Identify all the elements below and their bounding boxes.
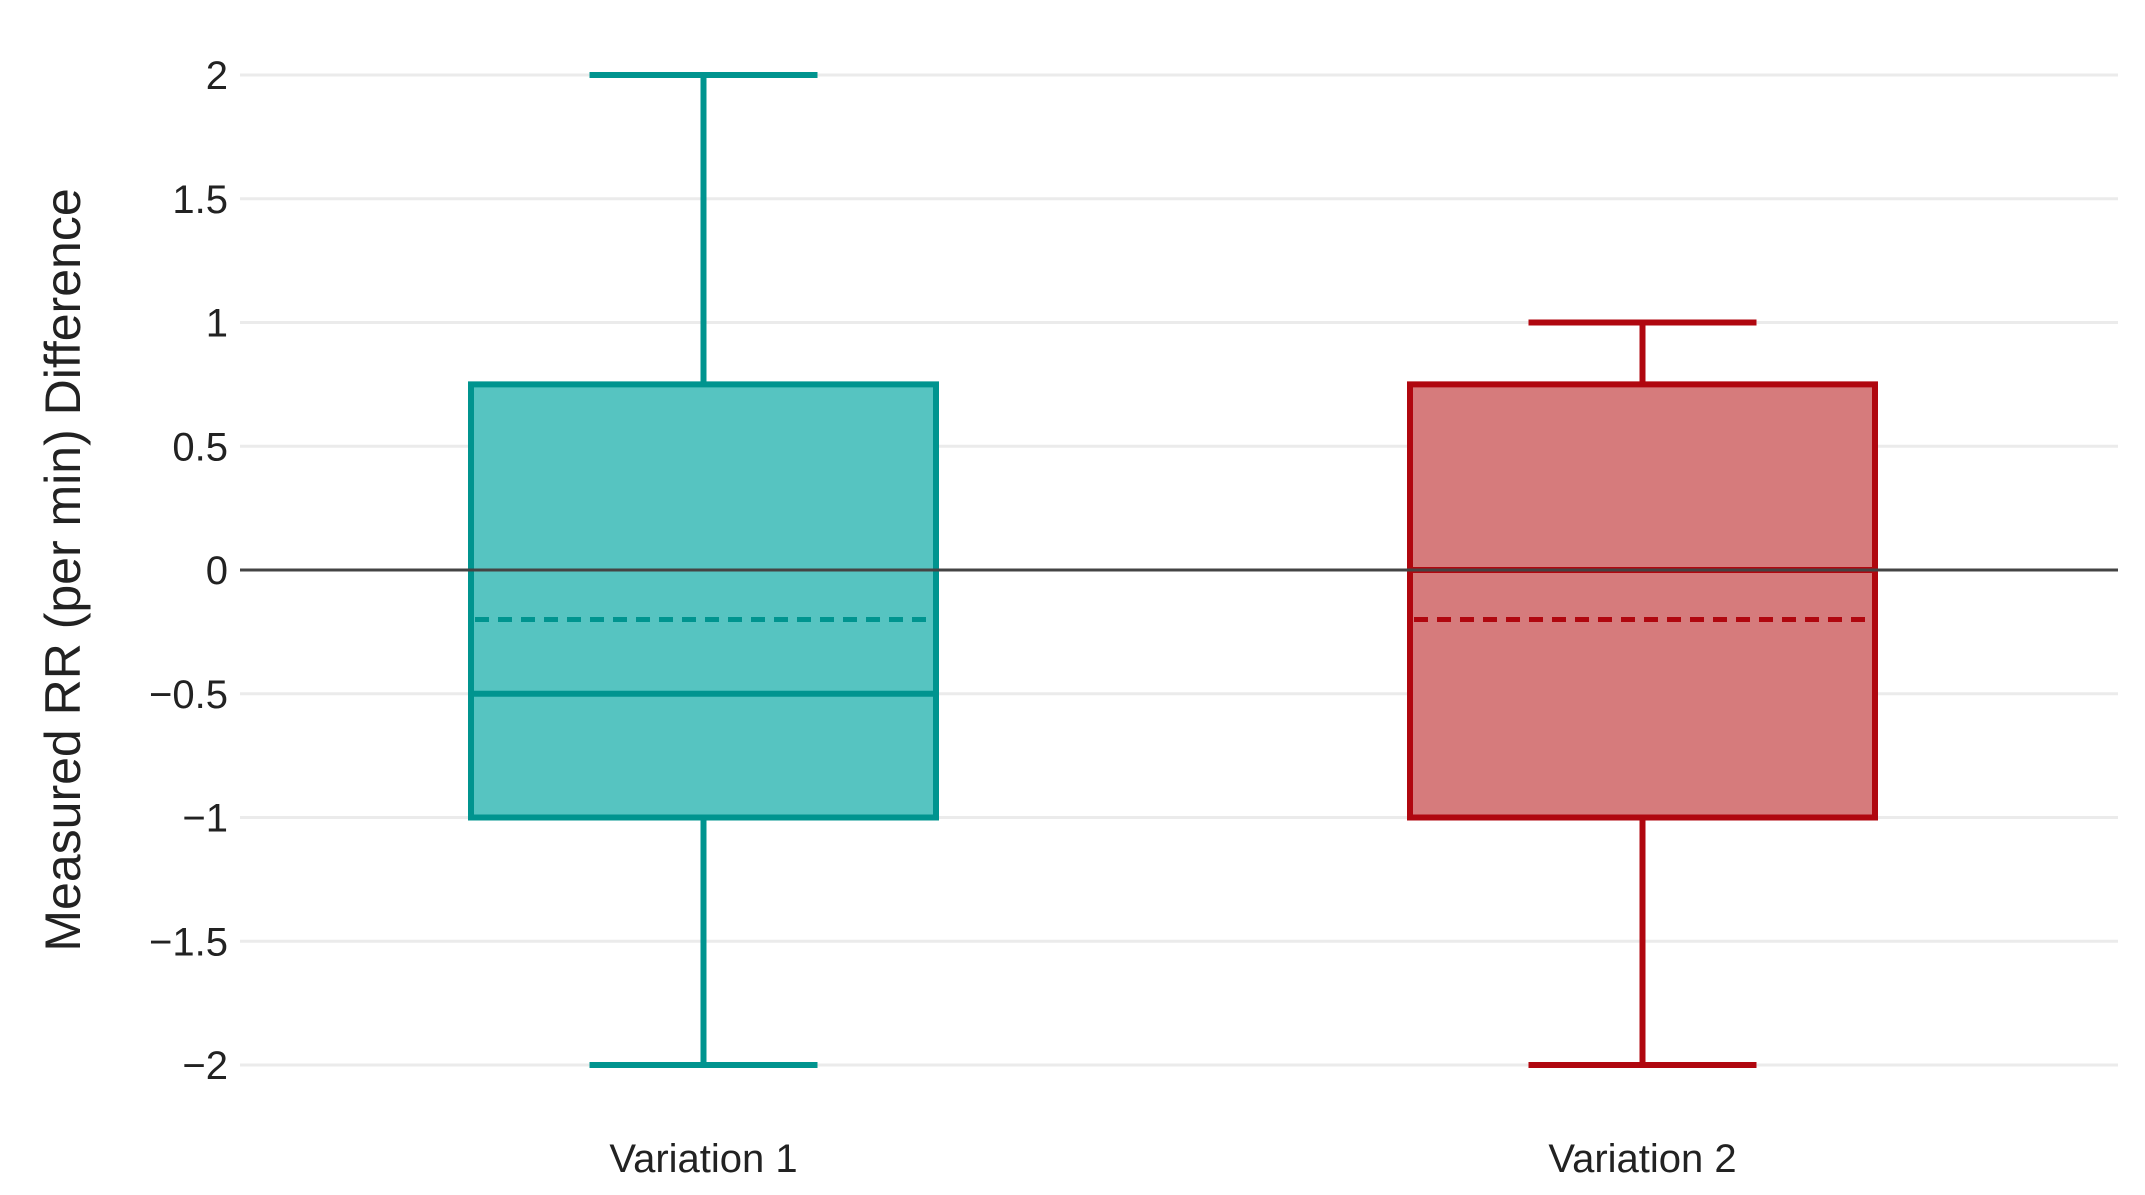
y-tick-label: 1 xyxy=(206,302,228,346)
x-tick-label: Variation 2 xyxy=(1548,1137,1736,1181)
boxes xyxy=(468,72,1878,1068)
y-tick-label: −1 xyxy=(182,797,228,841)
x-tick-label: Variation 1 xyxy=(609,1137,797,1181)
y-tick-label: −2 xyxy=(182,1044,228,1088)
y-tick-label: −0.5 xyxy=(149,673,228,717)
y-tick-label: 0 xyxy=(206,549,228,593)
y-tick-label: −1.5 xyxy=(149,920,228,964)
x-axis-ticks: Variation 1 Variation 2 xyxy=(609,1137,1736,1181)
iqr-box xyxy=(468,381,939,821)
y-axis-ticks: 2 1.5 1 0.5 0 −0.5 −1 −1.5 −2 xyxy=(149,54,228,1088)
y-tick-label: 0.5 xyxy=(172,425,228,469)
box-2 xyxy=(1407,319,1878,1068)
y-tick-label: 2 xyxy=(206,54,228,98)
y-tick-label: 1.5 xyxy=(172,178,228,222)
iqr-box xyxy=(1407,381,1878,821)
y-axis-title: Measured RR (per min) Difference xyxy=(35,188,91,951)
box-1 xyxy=(468,72,939,1068)
